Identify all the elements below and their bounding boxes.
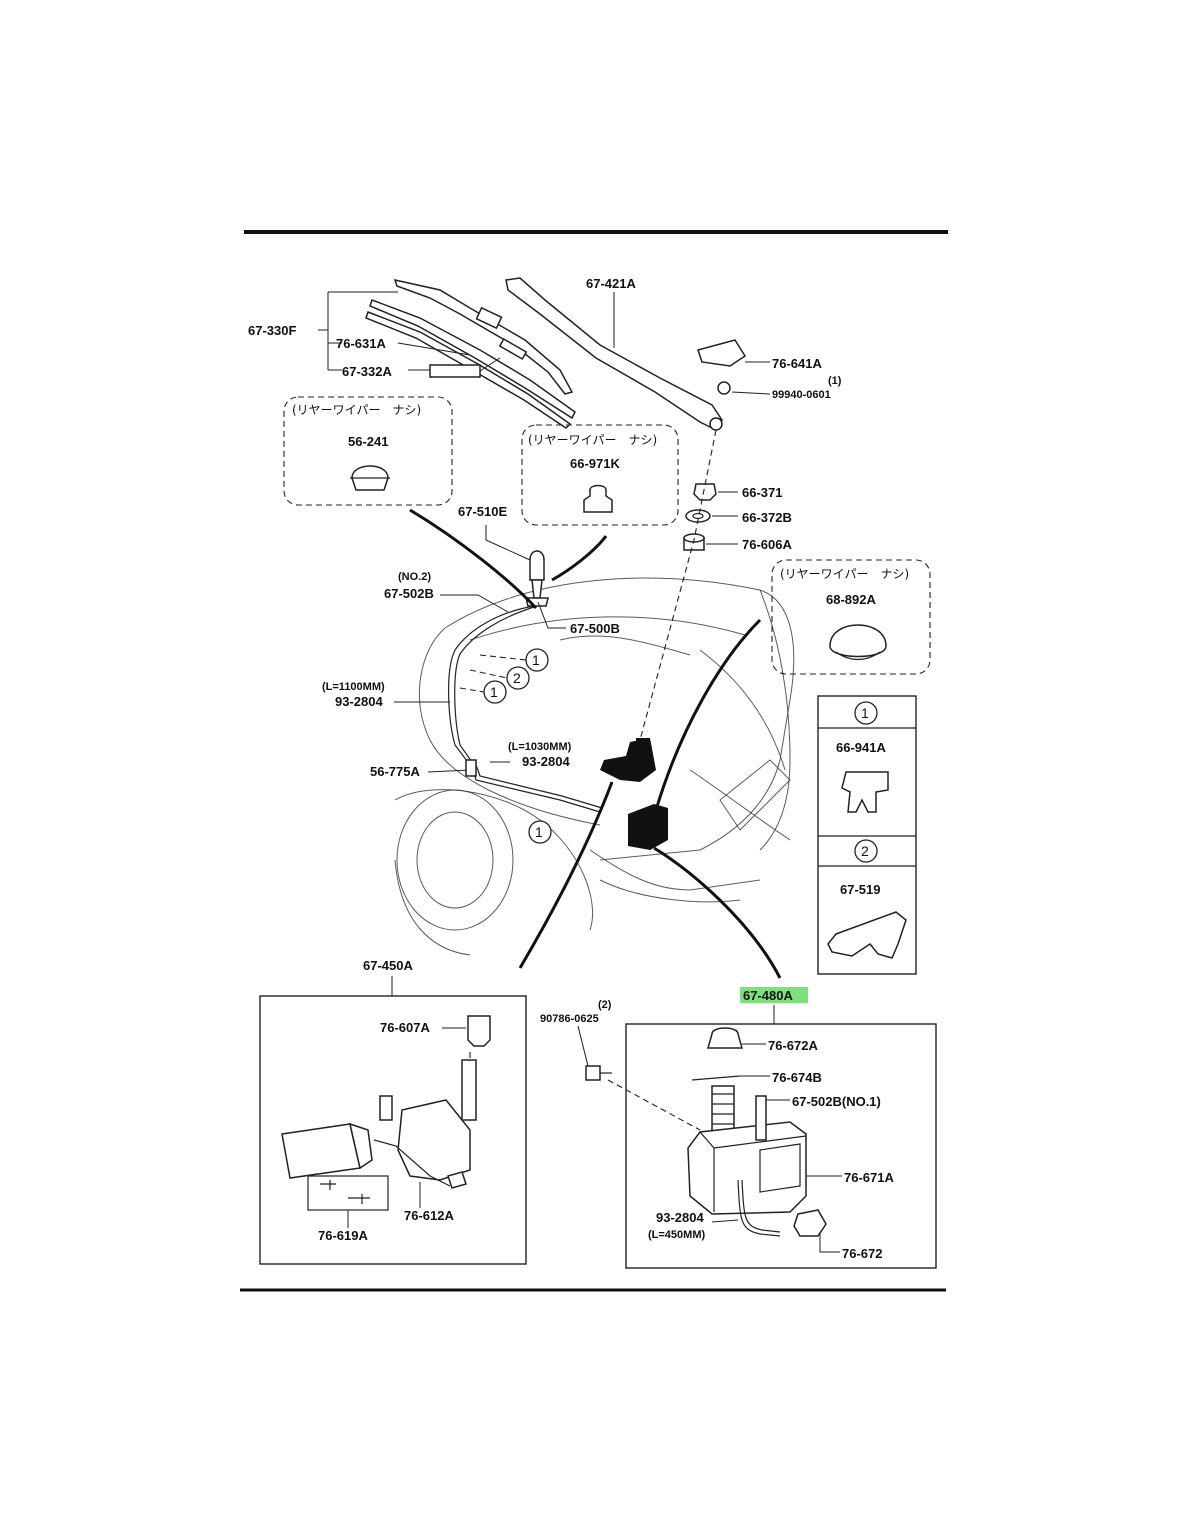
svg-text:1: 1: [532, 652, 540, 668]
callout-ref-1c: 1: [528, 820, 552, 844]
tank-detail-box: [625, 1023, 937, 1269]
motor-silhouette: [600, 738, 656, 782]
vehicle-outline: [394, 577, 795, 956]
label-l1030: (L=1030MM): [508, 741, 572, 753]
note-text-2: (リヤーワイパー ナシ): [528, 433, 657, 447]
nut-66-371: [693, 483, 717, 501]
label-67-500B: 67-500B: [570, 621, 620, 636]
label-76-671A: 76-671A: [844, 1170, 894, 1185]
label-76-606A: 76-606A: [742, 537, 792, 552]
label-67-510E: 67-510E: [458, 504, 507, 519]
cap-68-892A: [829, 624, 887, 658]
label-76-672: 76-672: [842, 1246, 882, 1261]
label-66-371: 66-371: [742, 485, 782, 500]
qty-90786-0625: (2): [598, 999, 612, 1011]
cap-76-607A: [467, 1015, 491, 1047]
callout-ref-1a: 1: [525, 648, 549, 672]
label-67-450A: 67-450A: [363, 958, 413, 973]
label-76-619A: 76-619A: [318, 1228, 368, 1243]
svg-text:2: 2: [513, 670, 521, 686]
callout-ref-2: 2: [506, 666, 530, 690]
note-box-56-241: [283, 396, 453, 506]
label-66-372B: 66-372B: [742, 510, 792, 525]
qty-99940-0601: (1): [828, 375, 842, 387]
label-99940-0601: 99940-0601: [772, 389, 831, 401]
part-highlight: [740, 987, 808, 1003]
label-68-892A: 68-892A: [826, 592, 876, 607]
note-box-68-892A: [771, 559, 931, 675]
label-76-674B: 76-674B: [772, 1070, 822, 1085]
callout-ref-1b: 1: [483, 680, 507, 704]
clip-66-941A: [841, 771, 889, 813]
wiper-blade-assembly: [365, 278, 576, 429]
label-56-241: 56-241: [348, 434, 388, 449]
bolt-90786-0625: [585, 1065, 601, 1081]
label-67-480A[interactable]: 67-480A: [743, 988, 793, 1003]
svg-text:1: 1: [535, 824, 543, 840]
label-67-421A: 67-421A: [586, 276, 636, 291]
wiper-arm: [505, 277, 723, 431]
pump-76-674B: [691, 1075, 741, 1135]
plug-66-971K: [583, 484, 613, 513]
label-90786-0625: 90786-0625: [540, 1013, 599, 1025]
nut: [717, 381, 731, 395]
label-93-2804-a: 93-2804: [335, 694, 383, 709]
clip-67-519: [827, 911, 907, 959]
label-93-2804-c: 93-2804: [656, 1210, 704, 1225]
label-76-612A: 76-612A: [404, 1208, 454, 1223]
svg-text:1: 1: [490, 684, 498, 700]
label-56-775A: 56-775A: [370, 764, 420, 779]
label-76-631A: 76-631A: [336, 336, 386, 351]
label-76-672A: 76-672A: [768, 1038, 818, 1053]
note-text-1: (リヤーワイパー ナシ): [292, 403, 421, 417]
label-67-502B-no1: 67-502B(NO.1): [792, 1094, 881, 1109]
tank-76-671A: [687, 1095, 807, 1215]
screw-group-box: [307, 1175, 389, 1211]
motor-detail-box: [259, 995, 527, 1265]
label-76-607A: 76-607A: [380, 1020, 430, 1035]
note-text-3: (リヤーワイパー ナシ): [780, 567, 909, 581]
label-l450: (L=450MM): [648, 1229, 705, 1241]
label-93-2804-b: 93-2804: [522, 754, 570, 769]
label-66-941A: 66-941A: [836, 740, 886, 755]
label-67-519: 67-519: [840, 882, 880, 897]
arm-cap: [697, 339, 747, 367]
label-67-502B: 67-502B: [384, 586, 434, 601]
clip-ref-1: 1: [861, 705, 869, 721]
tank-silhouette: [628, 804, 668, 850]
wiper-motor-76-612A: [281, 1059, 477, 1189]
grommet-76-672: [793, 1209, 827, 1237]
cap-76-672A: [707, 1027, 743, 1049]
label-67-330F: 67-330F: [248, 323, 296, 338]
note-box-66-971K: [521, 424, 679, 526]
clip-ref-2: 2: [861, 843, 869, 859]
label-l1100: (L=1100MM): [322, 681, 385, 693]
label-no2: (NO.2): [398, 571, 431, 583]
label-67-332A: 67-332A: [342, 364, 392, 379]
label-66-971K: 66-971K: [570, 456, 620, 471]
label-76-641A: 76-641A: [772, 356, 822, 371]
